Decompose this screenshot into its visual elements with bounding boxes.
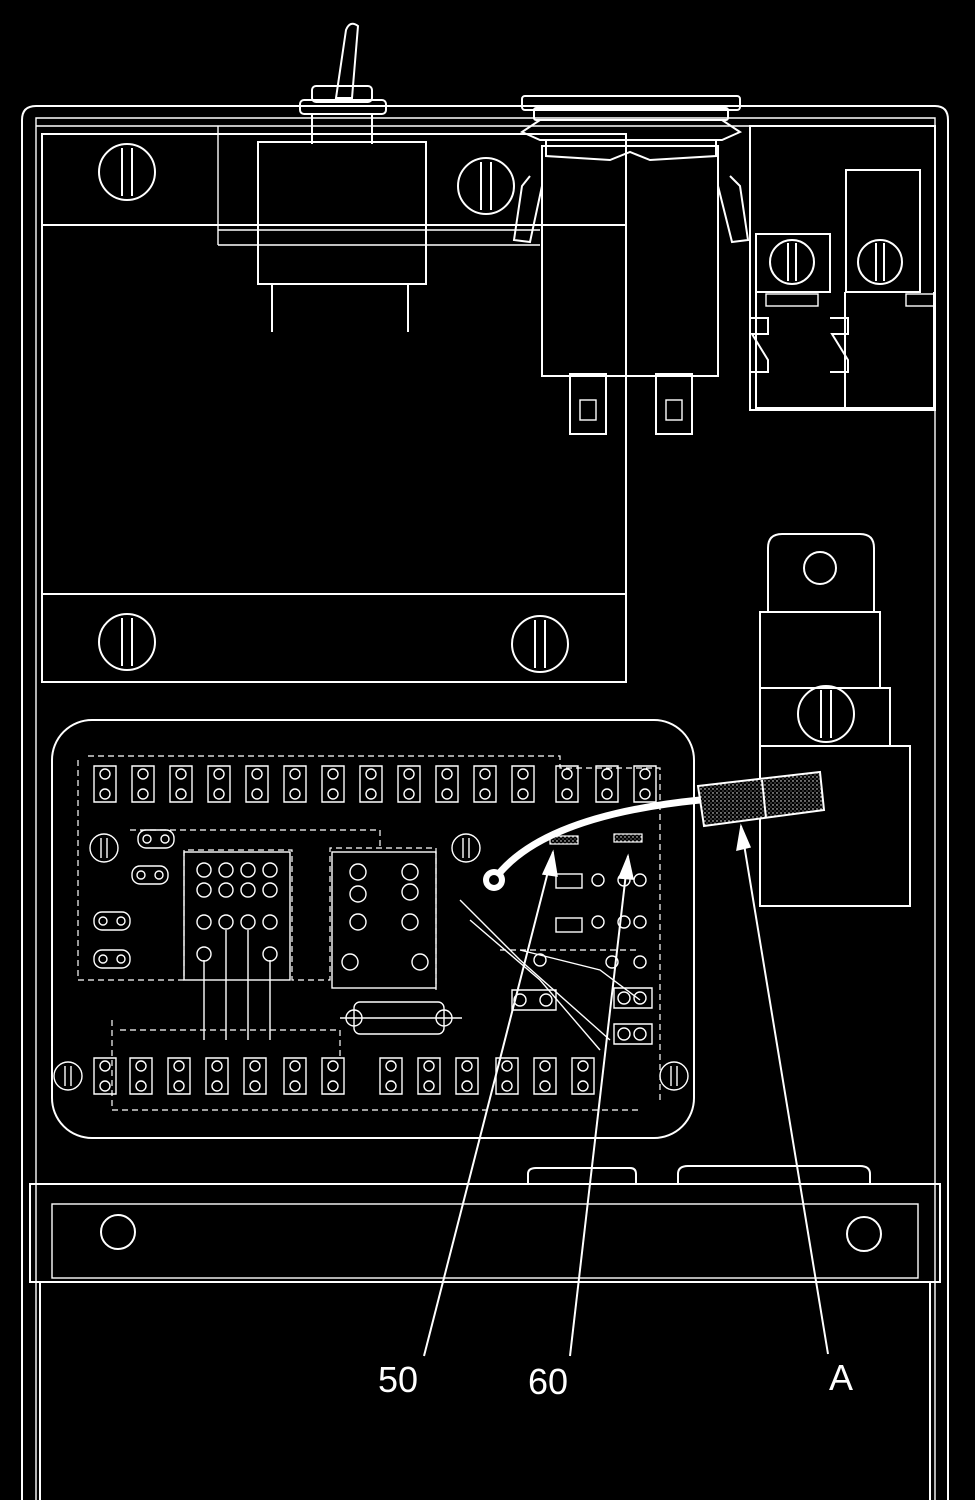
terminal-icon bbox=[131, 765, 155, 803]
terminal-block bbox=[749, 125, 936, 411]
terminal-icon bbox=[495, 1057, 519, 1095]
terminal-icon bbox=[417, 1057, 441, 1095]
screw-icon bbox=[857, 239, 903, 285]
terminal-icon bbox=[283, 765, 307, 803]
terminal-icon bbox=[205, 1057, 229, 1095]
relay-block-center bbox=[331, 851, 437, 989]
leader-lines bbox=[423, 823, 829, 1357]
relay-block-left bbox=[183, 851, 291, 1040]
toggle-switch bbox=[257, 22, 427, 332]
terminal-icon bbox=[245, 765, 269, 803]
terminal-icon bbox=[243, 1057, 267, 1095]
terminal-icon bbox=[207, 765, 231, 803]
terminal-icon bbox=[321, 765, 345, 803]
screw-hole-icon bbox=[846, 1216, 882, 1252]
terminal-icon bbox=[555, 765, 579, 803]
terminal-row-top bbox=[93, 765, 657, 803]
enclosure-flange bbox=[29, 1165, 941, 1500]
terminal-icon bbox=[359, 765, 383, 803]
terminal-icon bbox=[435, 765, 459, 803]
mounting-hole-icon bbox=[659, 1061, 689, 1091]
screw-icon bbox=[769, 239, 815, 285]
mounting-plate bbox=[41, 126, 627, 683]
test-point-50 bbox=[549, 835, 579, 845]
screw-icon bbox=[98, 613, 156, 671]
terminal-icon bbox=[397, 765, 421, 803]
terminal-icon bbox=[93, 765, 117, 803]
screw-hole-icon bbox=[100, 1214, 136, 1250]
terminal-icon bbox=[93, 949, 131, 969]
terminal-icon bbox=[169, 765, 193, 803]
mounting-hole-icon bbox=[89, 833, 119, 863]
callout-label-60: 60 bbox=[528, 1361, 568, 1402]
terminal-icon bbox=[455, 1057, 479, 1095]
terminal-icon bbox=[633, 765, 657, 803]
mounting-hole-icon bbox=[53, 1061, 83, 1091]
terminal-icon bbox=[595, 765, 619, 803]
terminal-icon bbox=[321, 1057, 345, 1095]
components-right bbox=[459, 873, 653, 1051]
resistor bbox=[340, 1001, 462, 1035]
terminal-icon bbox=[137, 829, 175, 849]
test-point-60 bbox=[613, 833, 643, 843]
screw-heads bbox=[98, 143, 903, 743]
screw-icon bbox=[797, 685, 855, 743]
callout-label-50: 50 bbox=[378, 1359, 418, 1400]
probe-handle bbox=[696, 770, 826, 828]
mounting-hole-icon bbox=[451, 833, 481, 863]
terminal-icon bbox=[473, 765, 497, 803]
terminal-icon bbox=[131, 865, 169, 885]
terminal-icon bbox=[93, 911, 131, 931]
screw-icon bbox=[98, 143, 156, 201]
fuse-holder bbox=[759, 533, 911, 907]
terminal-icon bbox=[129, 1057, 153, 1095]
rocker-switch bbox=[512, 95, 750, 435]
terminal-icon bbox=[93, 1057, 117, 1095]
circuit-board bbox=[51, 719, 695, 1139]
test-probe bbox=[483, 770, 826, 891]
terminal-icon bbox=[533, 1057, 557, 1095]
terminal-icon bbox=[167, 1057, 191, 1095]
screw-icon bbox=[511, 615, 569, 673]
screw-icon bbox=[457, 157, 515, 215]
callout-label-a: A bbox=[829, 1357, 853, 1398]
terminal-icon bbox=[283, 1057, 307, 1095]
terminal-row-bottom bbox=[93, 1057, 595, 1095]
terminal-icon bbox=[379, 1057, 403, 1095]
terminal-icon bbox=[571, 1057, 595, 1095]
terminal-icon bbox=[511, 765, 535, 803]
